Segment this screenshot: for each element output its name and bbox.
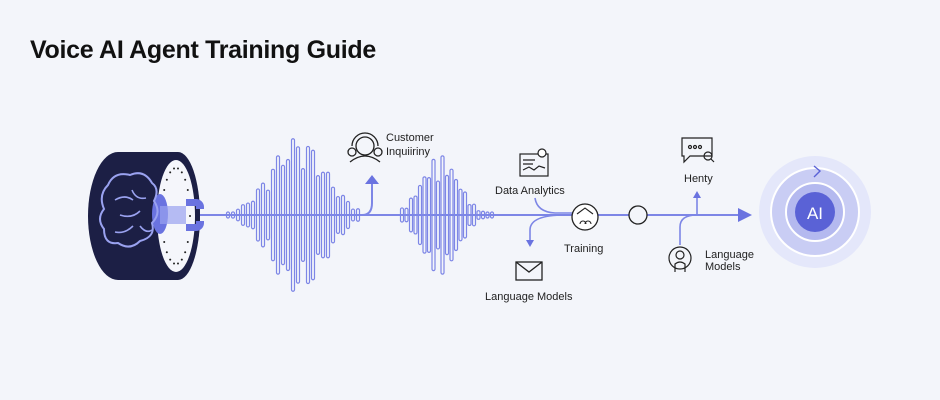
flow-arrowhead-icon: [738, 208, 752, 222]
waveform-bar: [408, 197, 414, 233]
waveform-bar: [285, 158, 291, 272]
dot: [180, 258, 183, 261]
dot: [163, 189, 166, 192]
waveform-bar: [305, 145, 311, 285]
dot: [176, 262, 179, 265]
waveform-bar: [255, 188, 261, 242]
checkpoint-node: [628, 205, 648, 225]
dot: [173, 262, 176, 265]
dot: [169, 258, 172, 261]
language-models-mail-label: Language Models: [485, 291, 573, 303]
ai-label: AI: [807, 204, 823, 223]
training-group-icon: [571, 203, 599, 231]
waveform-bar: [245, 202, 251, 228]
voice-waveforms: [225, 138, 495, 292]
waveform-bar: [426, 176, 432, 254]
waveform-bar: [453, 178, 459, 252]
person-signal-icon: [668, 246, 692, 272]
dot: [165, 251, 168, 254]
waveform-bar: [355, 208, 361, 222]
waveform-bar: [240, 204, 246, 226]
dot: [180, 171, 183, 174]
analytics-connector: [534, 197, 575, 214]
waveform-bar: [330, 186, 336, 244]
waveform-bar: [413, 195, 418, 235]
waveform-bar: [300, 168, 306, 262]
dot: [184, 251, 187, 254]
analytics-chart-icon: [519, 148, 549, 177]
waveform-bar: [280, 164, 286, 266]
waveform-bar: [225, 211, 231, 219]
waveform-bar: [480, 210, 486, 220]
dot: [186, 189, 189, 192]
dot: [186, 240, 189, 243]
waveform-bar: [265, 189, 271, 241]
waveform-bar: [462, 191, 468, 239]
waveform-bar: [315, 175, 321, 255]
customer-label-1: Customer: [386, 132, 434, 144]
language-models-label-1: Language: [705, 249, 754, 261]
envelope-icon: [515, 261, 543, 281]
waveform-bar: [230, 211, 236, 219]
waveform-bar: [422, 176, 427, 254]
waveform-bar: [310, 149, 316, 281]
language-models-label-2: Models: [705, 261, 741, 273]
dot: [165, 178, 168, 181]
dot: [189, 215, 191, 217]
dot: [176, 167, 179, 170]
waveform-bar: [290, 138, 296, 292]
training-label: Training: [564, 243, 603, 255]
arrow-up-icon: [365, 175, 379, 184]
data-analytics-label: Data Analytics: [495, 185, 565, 197]
waveform-bar: [250, 200, 256, 230]
waveform-bar: [335, 195, 341, 235]
waveform-bar: [440, 155, 445, 275]
dot: [169, 171, 172, 174]
branch-arrow-up: [361, 183, 373, 216]
waveform-bar: [295, 146, 301, 284]
waveform-bar: [399, 207, 405, 223]
waveform-bar: [417, 184, 423, 246]
waveform-bar: [404, 207, 409, 223]
dot: [173, 167, 176, 170]
customer-support-icon: [347, 132, 383, 163]
waveform-bar: [345, 200, 351, 230]
waveform-bar: [489, 211, 495, 219]
language-models-connector: [679, 214, 698, 245]
waveform-bar: [431, 158, 436, 272]
dot: [163, 240, 166, 243]
waveform-bar: [275, 155, 281, 275]
waveform-bar: [471, 203, 477, 227]
waveform-bar: [435, 180, 441, 250]
waveform-bar: [325, 171, 331, 259]
arrow-up-icon: [693, 191, 701, 198]
waveform-bar: [467, 203, 472, 227]
henty-label: Henty: [684, 173, 713, 185]
waveform-bar: [476, 210, 481, 220]
dot: [184, 178, 187, 181]
arrow-down-icon: [526, 240, 534, 247]
waveform-bar: [485, 211, 490, 219]
chat-search-icon: [681, 137, 715, 164]
waveform-bar: [260, 182, 266, 248]
ai-core-icon: AI: [759, 156, 871, 268]
waveform-bar: [449, 168, 454, 262]
brain-cylinder-icon: [88, 152, 204, 280]
page-title: Voice AI Agent Training Guide: [30, 36, 376, 64]
waveform-bar: [444, 174, 450, 256]
waveform-bar: [340, 194, 346, 236]
customer-label-2: Inquiiriny: [386, 146, 431, 158]
waveform-bar: [458, 188, 463, 242]
mail-connector: [529, 214, 566, 240]
waveform-bar: [270, 168, 276, 262]
waveform-bar: [320, 171, 326, 259]
waveform-bar: [235, 208, 241, 222]
waveform-bar: [350, 208, 356, 222]
